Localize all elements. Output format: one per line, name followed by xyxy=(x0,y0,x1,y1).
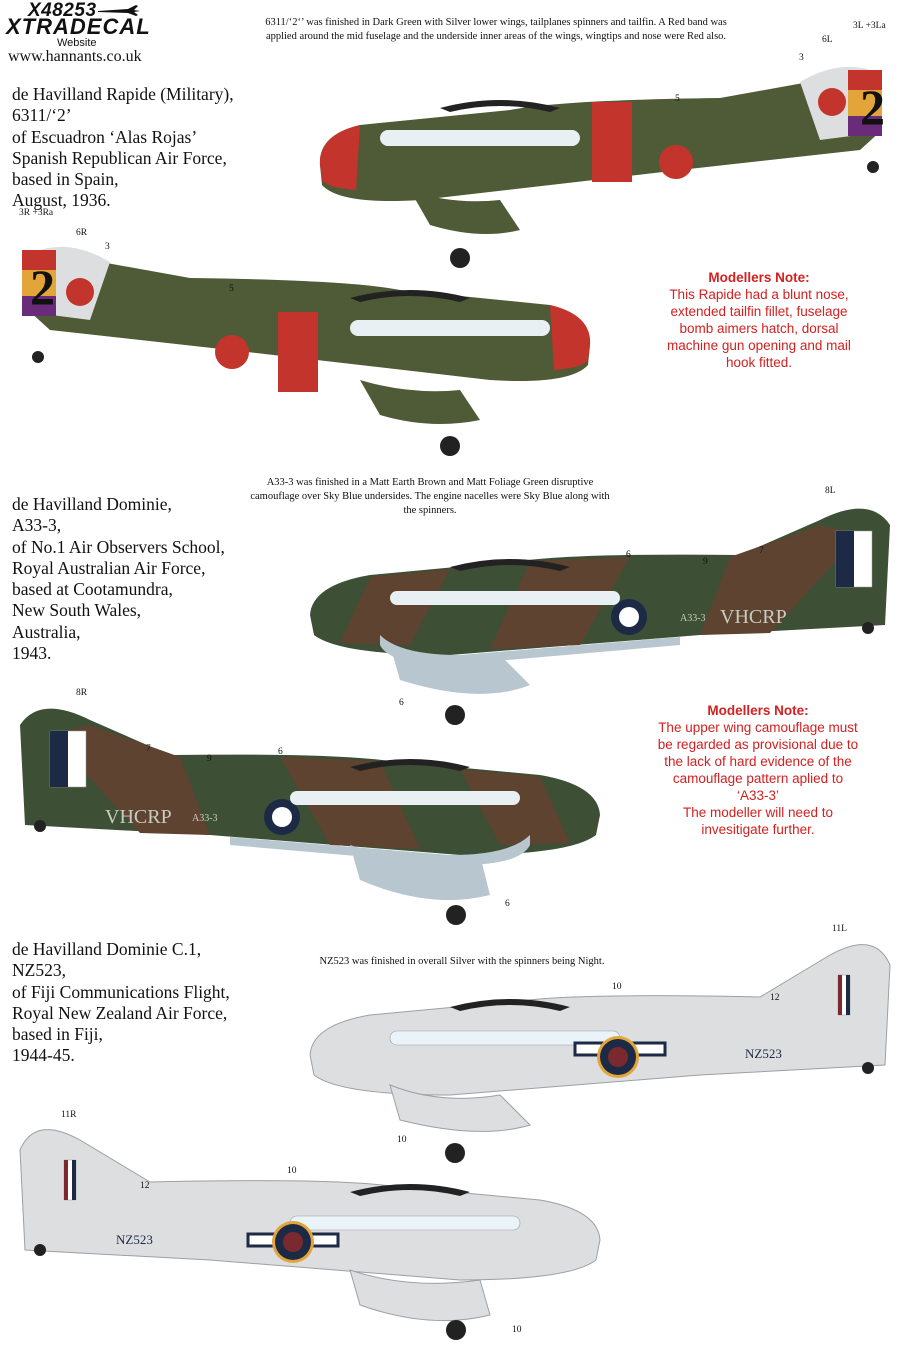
title-line: based in Spain, xyxy=(12,169,119,190)
callout-label: 5 xyxy=(675,94,680,104)
callout-label: 10 xyxy=(287,1166,297,1176)
callout-label: 7 xyxy=(146,744,151,754)
callout-label: 3L +3La xyxy=(853,21,886,31)
note-line: This Rapide had a blunt nose, xyxy=(669,287,849,302)
note-line: extended tailfin fillet, fuselage xyxy=(670,304,848,319)
note-line: The modeller will need to xyxy=(682,805,834,820)
title-line: Spanish Republican Air Force, xyxy=(12,147,227,168)
section-3-title: de Havilland Dominie C.1, NZ523, of Fiji… xyxy=(12,939,230,1067)
callout-label: 6L xyxy=(822,35,833,45)
serial-text: NZ523 xyxy=(116,1232,153,1247)
callout-label: 6 xyxy=(626,550,631,560)
callout-label: 8L xyxy=(825,486,836,496)
section-3-description: NZ523 was finished in overall Silver wit… xyxy=(319,956,605,967)
dominie-rnzaf-right-profile: NZ523 xyxy=(19,1129,601,1340)
callout-label: 5 xyxy=(229,284,234,294)
callout-label: 3R +3Ra xyxy=(19,208,54,218)
callout-label: 10 xyxy=(612,982,622,992)
registration-text: VHCRP xyxy=(720,606,787,628)
callout-label: 10 xyxy=(397,1135,407,1145)
rapide-right-profile: 2 xyxy=(22,246,591,456)
section-1-description: 6311/‘2‘’ was finished in Dark Green wit… xyxy=(265,17,727,42)
callout-label: 12 xyxy=(140,1181,150,1191)
note-line: bomb aimers hatch, dorsal xyxy=(679,321,839,336)
section-1-modellers-note: Modellers Note: This Rapide had a blunt … xyxy=(646,269,872,371)
serial-text: A33-3 xyxy=(192,813,218,824)
registration-text: VHCRP xyxy=(105,806,172,828)
callout-label: 11L xyxy=(832,924,847,934)
callout-label: 6 xyxy=(505,899,510,909)
title-line: based in Fiji, xyxy=(12,1024,103,1045)
callout-label: 10 xyxy=(512,1325,522,1335)
title-line: of No.1 Air Observers School, xyxy=(12,536,225,557)
website-label: Website xyxy=(57,37,97,49)
callout-label: 9 xyxy=(703,557,708,567)
product-code: X48253 xyxy=(28,0,97,21)
section-2-modellers-note: Modellers Note: The upper wing camouflag… xyxy=(636,702,880,838)
website-link[interactable]: www.hannants.co.uk xyxy=(8,48,142,65)
note-line: hook fitted. xyxy=(725,355,793,370)
fin-numeral: 2 xyxy=(860,79,885,135)
title-line: 1944-45. xyxy=(12,1045,75,1066)
callout-label: 12 xyxy=(770,993,780,1003)
section-1-title: de Havilland Rapide (Military), 6311/‘2’… xyxy=(12,84,234,212)
note-line: The upper wing camouflage must xyxy=(658,720,858,735)
callout-label: 3 xyxy=(799,53,804,63)
title-line: August, 1936. xyxy=(12,190,111,211)
section-2-title: de Havilland Dominie, A33-3, of No.1 Air… xyxy=(12,494,225,664)
callout-label: 11R xyxy=(61,1110,77,1120)
title-line: Royal New Zealand Air Force, xyxy=(12,1002,228,1023)
title-line: 6311/‘2’ xyxy=(12,105,72,126)
callout-label: 6 xyxy=(278,747,283,757)
title-line: NZ523, xyxy=(12,960,66,981)
callout-label: 9 xyxy=(207,754,212,764)
callout-label: 7 xyxy=(759,546,764,556)
title-line: de Havilland Dominie C.1, xyxy=(12,939,202,959)
dominie-raaf-right-profile: VHCRP A33-3 xyxy=(20,708,600,925)
callout-label: 6 xyxy=(399,698,404,708)
title-line: 1943. xyxy=(12,643,52,664)
note-line: ‘A33-3’ xyxy=(736,788,780,803)
note-line: the lack of hard evidence of the xyxy=(664,754,852,769)
section-2-description: A33-3 was finished in a Matt Earth Brown… xyxy=(250,477,610,516)
title-line: Royal Australian Air Force, xyxy=(12,557,206,578)
fin-numeral: 2 xyxy=(30,259,55,315)
title-line: of Escuadron ‘Alas Rojas’ xyxy=(12,126,198,147)
title-line: based at Cootamundra, xyxy=(12,579,173,600)
note-line: be regarded as provisional due to xyxy=(657,737,859,752)
note-heading: Modellers Note: xyxy=(708,270,810,285)
brand-logo: X48253 XTRADECAL xyxy=(6,0,156,39)
title-line: New South Wales, xyxy=(12,600,142,621)
note-line: camouflage pattern aplied to xyxy=(672,771,844,786)
note-line: machine gun opening and mail xyxy=(667,338,851,353)
callout-label: 3 xyxy=(105,242,110,252)
dominie-rnzaf-left-profile: NZ523 xyxy=(309,944,891,1163)
note-line: invesitigate further. xyxy=(701,822,815,837)
title-line: A33-3, xyxy=(12,515,62,536)
title-line: de Havilland Rapide (Military), xyxy=(12,84,234,104)
title-line: de Havilland Dominie, xyxy=(12,494,172,514)
serial-text: A33-3 xyxy=(680,613,706,624)
aircraft-silhouette-icon xyxy=(98,5,140,16)
dominie-raaf-left-profile: VHCRP A33-3 xyxy=(310,508,890,725)
callout-label: 6R xyxy=(76,228,88,238)
serial-text: NZ523 xyxy=(745,1046,782,1061)
title-line: Australia, xyxy=(12,621,81,642)
note-heading: Modellers Note: xyxy=(707,703,809,718)
rapide-left-profile: 2 xyxy=(319,66,885,268)
title-line: of Fiji Communications Flight, xyxy=(12,981,230,1002)
callout-label: 8R xyxy=(76,688,88,698)
brand-name: XTRADECAL xyxy=(6,14,151,39)
